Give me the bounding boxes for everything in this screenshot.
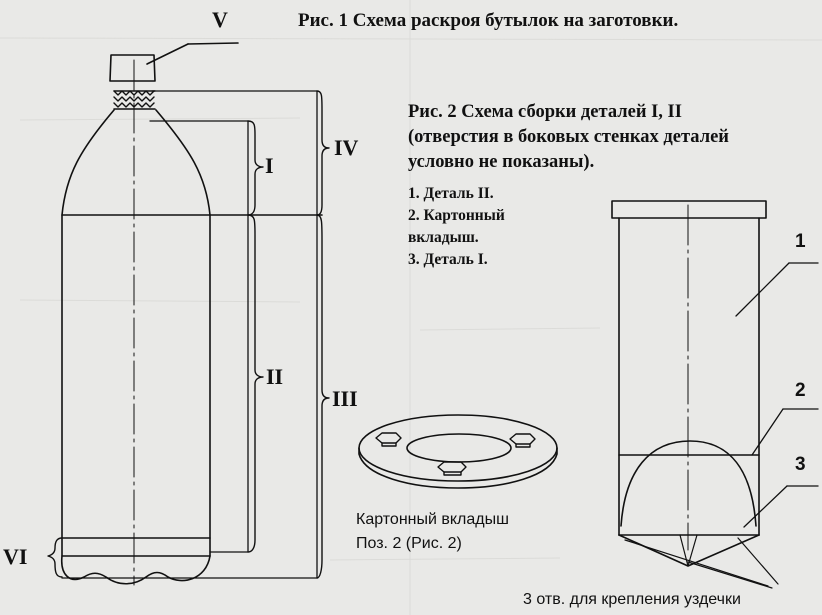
gasket-caption-line2: Поз. 2 (Рис. 2) [356,535,462,552]
callout-1-leader [735,262,790,317]
part-I-dome [620,440,757,527]
gasket-thickness [358,447,558,489]
part-boundary-line [149,120,249,553]
assembly-bottom-small [679,534,698,567]
figure2-caption: Рис. 2 Схема сборки деталей I, II (отвер… [408,100,822,175]
brace-II [247,214,264,553]
label-cap-V: V [212,7,228,32]
gasket-drawing [358,414,558,489]
figure2-caption-line1: Рис. 2 Схема сборки деталей I, II [408,102,682,122]
dimension-line-outer [61,90,318,579]
legend-item-part-II: 1. Деталь II. [408,185,494,202]
gasket-center-hole [406,433,512,463]
bottle-bottom-band [61,537,211,557]
cap-leader-tail [187,42,239,45]
brace-VI [47,537,63,578]
brace-III [316,214,330,579]
bottle-bottom-petals [60,555,211,585]
callout-3-label: 3 [795,454,806,475]
callout-2-label: 2 [795,380,806,401]
brace-IV [316,90,330,216]
label-group-III: III [332,386,358,411]
label-part-VI: VI [3,544,28,569]
label-group-IV: IV [334,135,359,160]
callout-1-label: 1 [795,231,806,252]
label-part-II: II [266,364,284,389]
bottle-cap [109,54,156,82]
hole-leader-1 [624,539,769,587]
gasket-caption: Картонный вкладыш Поз. 2 (Рис. 2) [356,508,509,556]
gasket-outer-edge [358,414,558,482]
bottle-drawing [47,42,330,586]
cap-leader [146,43,189,65]
part-II-rim [611,200,767,219]
figure2-caption-line2: (отверстия в боковых стенках деталей [408,127,729,147]
label-part-I: I [265,153,274,178]
legend-item-gasket-cont: вкладыш. [408,229,479,246]
legend-item-gasket: 2. Картонный [408,207,505,224]
figure2-caption-line3: условно не показаны). [408,152,595,172]
hole-leader-2 [687,561,773,589]
brace-I [247,120,264,216]
legend-item-part-I: 3. Деталь I. [408,251,488,268]
gasket-caption-line1: Картонный вкладыш [356,511,509,528]
gasket-mount-holes [375,432,536,476]
callout-2-leader [751,408,784,456]
assembly-drawing [611,200,819,589]
figure2-legend: 1. Деталь II. 2. Картонный вкладыш. 3. Д… [408,183,505,271]
callout-3-leader [743,485,788,528]
figure1-caption: Рис. 1 Схема раскроя бутылок на заготовк… [298,10,679,31]
holes-caption: 3 отв. для крепления уздечки [523,591,741,608]
bottle-body-outline [61,109,211,539]
hole-leader-3 [737,537,779,585]
